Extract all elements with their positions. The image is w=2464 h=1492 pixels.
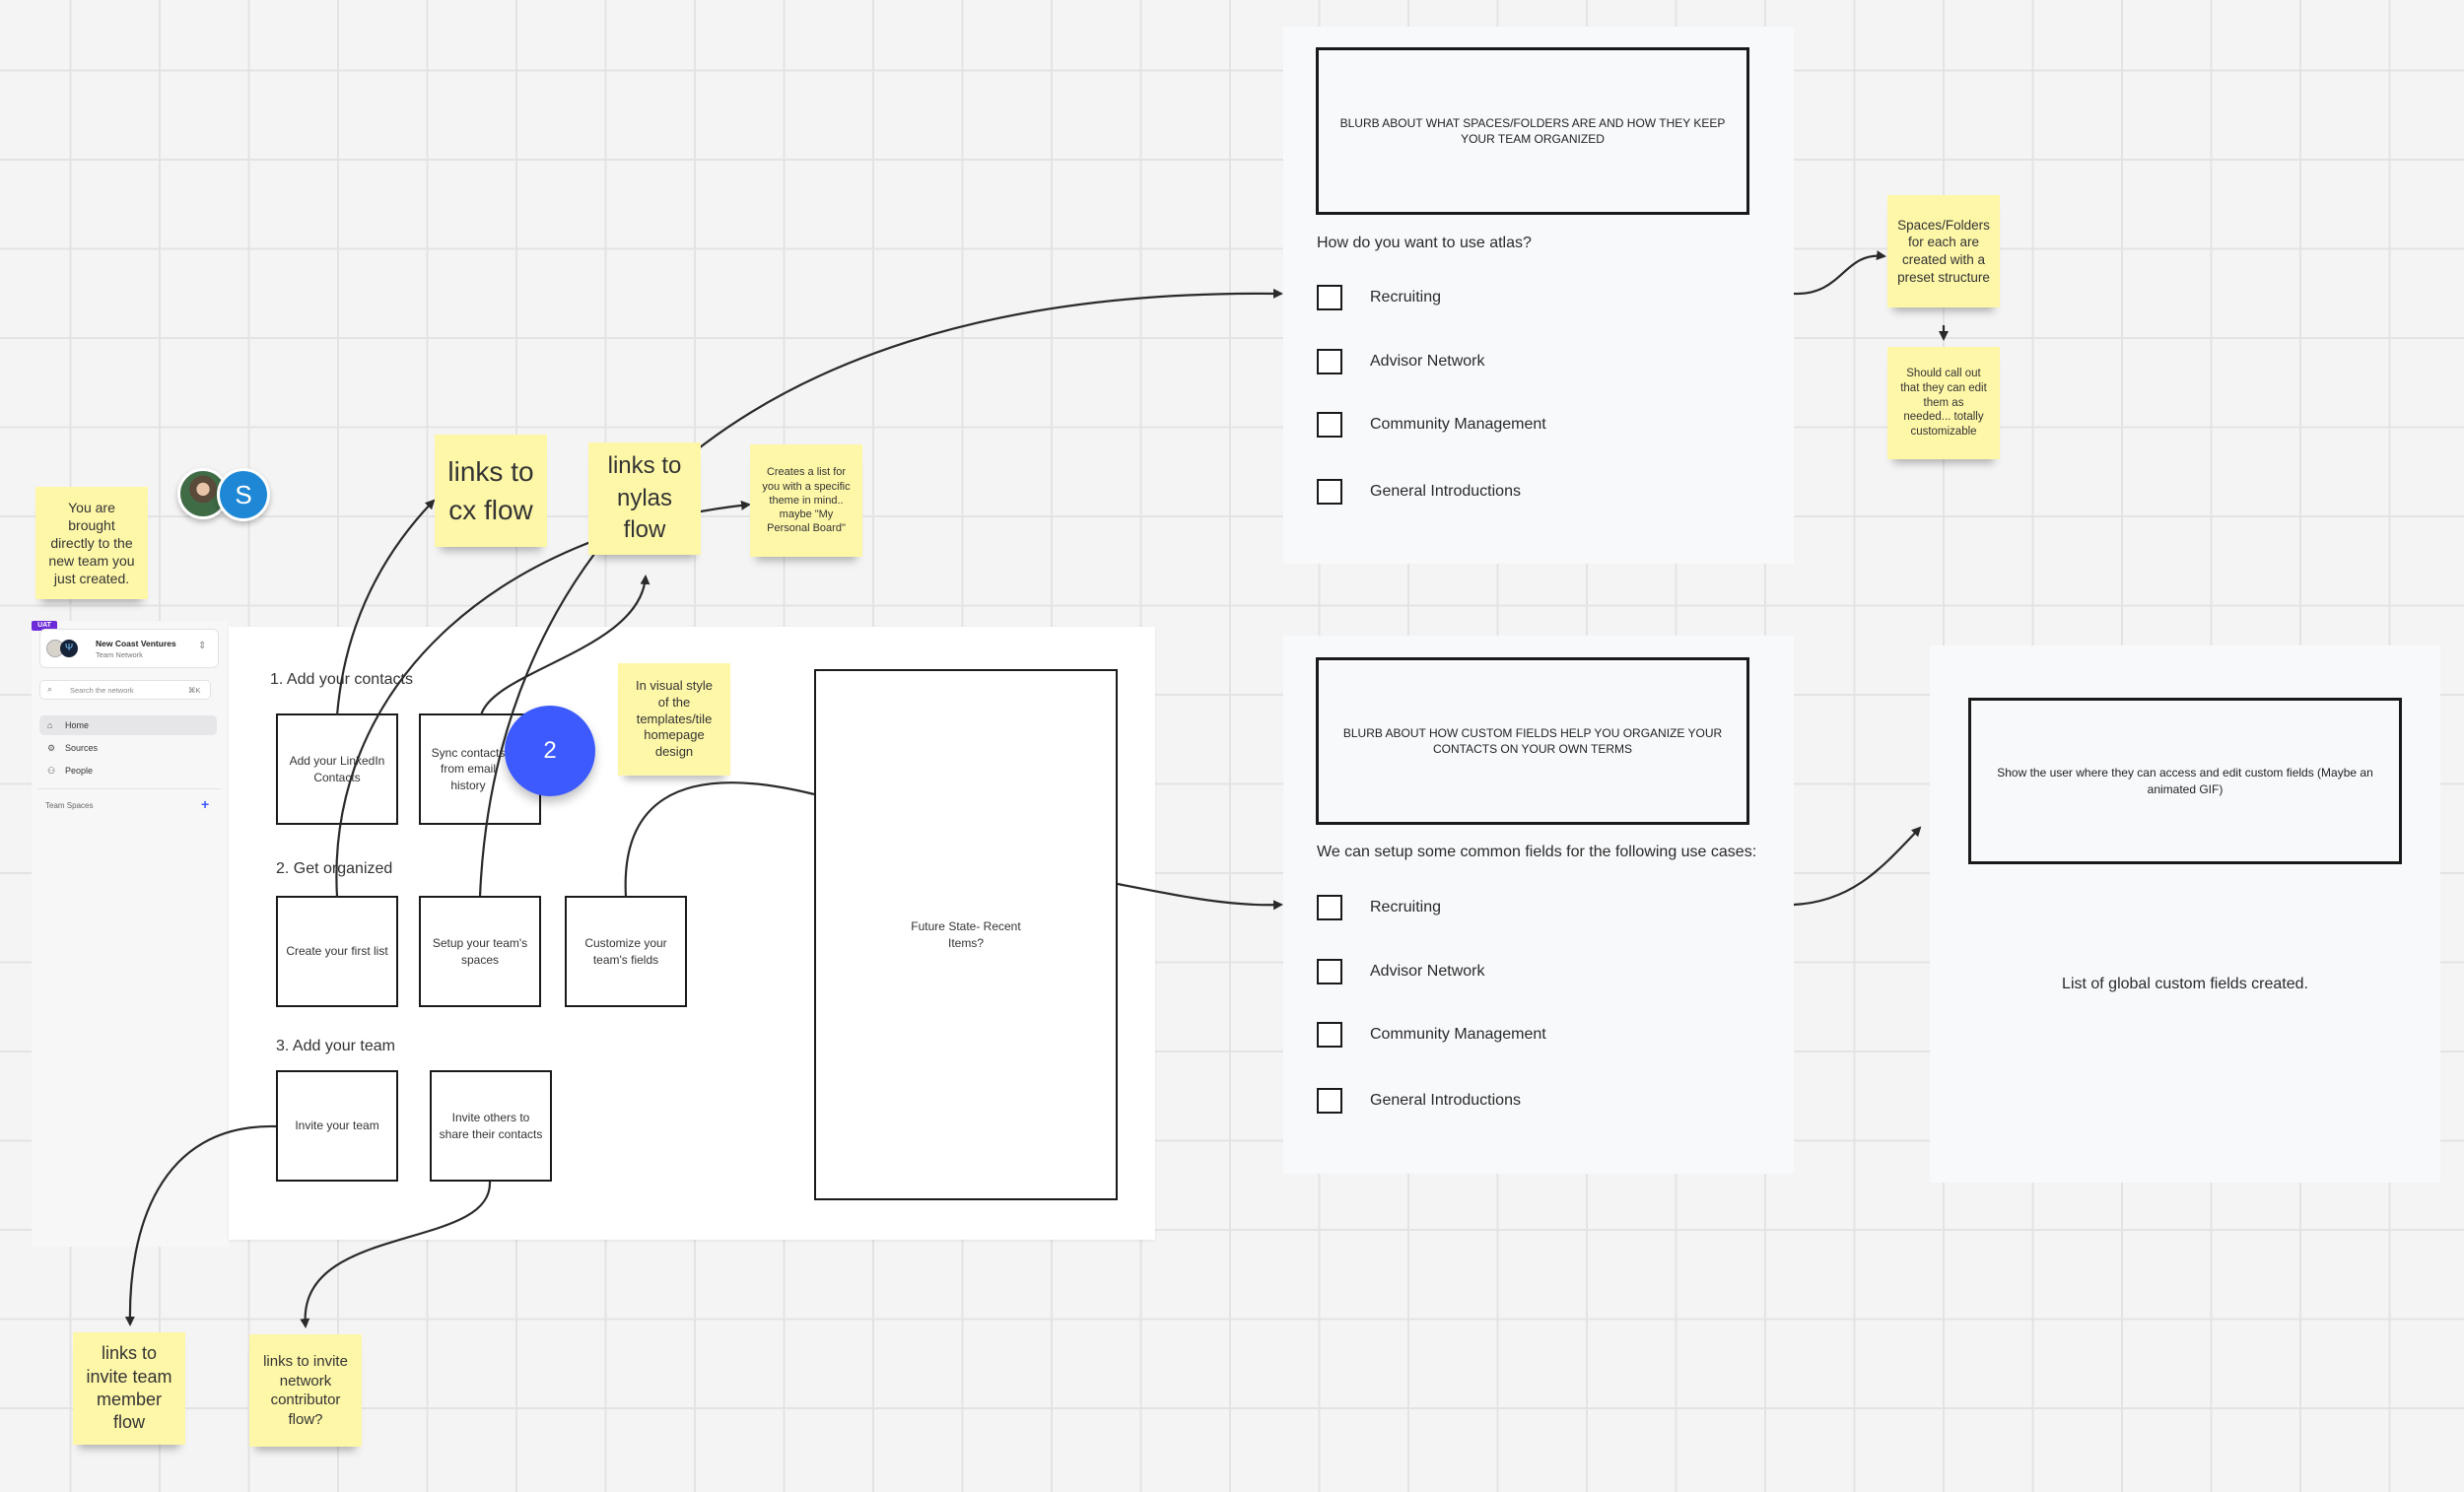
fields-option-community[interactable]: Community Management	[1317, 1022, 1546, 1048]
checkbox[interactable]	[1317, 1088, 1342, 1114]
team-subtitle: Team Network	[96, 650, 143, 659]
fields-option-advisor[interactable]: Advisor Network	[1317, 959, 1484, 984]
sidebar-item-label: Home	[65, 720, 90, 730]
option-label: Recruiting	[1370, 289, 1442, 305]
sticky-spaces-folders[interactable]: Spaces/Folders for each are created with…	[1887, 195, 2000, 307]
arrow-spaces-to-sticky	[1793, 250, 1886, 296]
checkbox[interactable]	[1317, 1022, 1342, 1048]
team-logo-icon: Ψ	[60, 640, 78, 657]
add-linkedin-card[interactable]: Add your LinkedIn Contacts	[276, 713, 398, 825]
future-state-card[interactable]: Future State- Recent Items?	[814, 669, 1118, 1200]
team-switcher[interactable]: Ψ New Coast Ventures Team Network ⇕	[39, 629, 219, 668]
sticky-brought-directly[interactable]: You are brought directly to the new team…	[35, 487, 148, 599]
fields-panel	[1283, 636, 1794, 1174]
spaces-question: How do you want to use atlas?	[1317, 235, 1532, 251]
spaces-option-recruiting[interactable]: Recruiting	[1317, 285, 1441, 310]
sidebar-item-sources[interactable]: ⚙ Sources	[39, 738, 217, 758]
checkbox[interactable]	[1317, 959, 1342, 984]
checkbox[interactable]	[1317, 479, 1342, 505]
sidebar-item-label: People	[65, 766, 94, 776]
sticky-invite-member[interactable]: links to invite team member flow	[73, 1332, 185, 1445]
create-first-list-card[interactable]: Create your first list	[276, 896, 398, 1007]
collaborator-avatar-initial[interactable]: S	[217, 468, 270, 521]
spaces-blurb: BLURB ABOUT WHAT SPACES/FOLDERS ARE AND …	[1316, 47, 1749, 215]
sticky-visual-style[interactable]: In visual style of the templates/tile ho…	[618, 663, 730, 776]
arrow-fields-to-custom	[1793, 826, 1922, 907]
sticky-links-nylas[interactable]: links to nylas flow	[588, 442, 701, 555]
team-name: New Coast Ventures	[96, 639, 176, 648]
section-get-organized: 2. Get organized	[276, 860, 393, 877]
spaces-panel	[1283, 27, 1794, 564]
custom-fields-list-label: List of global custom fields created.	[2062, 976, 2308, 992]
checkbox[interactable]	[1317, 412, 1342, 438]
search-placeholder: Search the network	[70, 686, 134, 695]
fields-option-recruiting[interactable]: Recruiting	[1317, 895, 1441, 920]
sources-icon: ⚙	[47, 742, 56, 753]
step-badge-number: 2	[543, 737, 557, 764]
option-label: Community Management	[1370, 1026, 1546, 1043]
fields-option-introductions[interactable]: General Introductions	[1317, 1088, 1521, 1114]
spaces-option-community[interactable]: Community Management	[1317, 412, 1546, 438]
custom-fields-panel	[1930, 645, 2440, 1183]
sidebar-item-people[interactable]: ⚇ People	[39, 761, 217, 780]
option-label: General Introductions	[1370, 1092, 1521, 1109]
option-label: General Introductions	[1370, 483, 1521, 500]
team-spaces-label: Team Spaces	[45, 801, 94, 810]
setup-spaces-card[interactable]: Setup your team's spaces	[419, 896, 541, 1007]
sticky-creates-list[interactable]: Creates a list for you with a specific t…	[750, 444, 862, 557]
search-shortcut: ⌘K	[188, 686, 201, 695]
section-add-contacts: 1. Add your contacts	[270, 671, 413, 688]
invite-team-card[interactable]: Invite your team	[276, 1070, 398, 1182]
sticky-links-cx[interactable]: links to cx flow	[435, 435, 547, 547]
fields-blurb: BLURB ABOUT HOW CUSTOM FIELDS HELP YOU O…	[1316, 657, 1749, 825]
sidebar-item-label: Sources	[65, 743, 99, 753]
step-badge[interactable]: 2	[505, 706, 595, 796]
customize-fields-card[interactable]: Customize your team's fields	[565, 896, 687, 1007]
option-label: Advisor Network	[1370, 963, 1485, 980]
sidebar-item-home[interactable]: ⌂ Home	[39, 715, 217, 735]
search-icon: ⌕	[47, 684, 53, 694]
sidebar-nav: ⌂ Home ⚙ Sources ⚇ People	[39, 715, 217, 780]
avatar-initial: S	[235, 479, 252, 509]
section-add-team: 3. Add your team	[276, 1038, 395, 1054]
sidebar-divider	[37, 788, 221, 789]
search-input[interactable]: ⌕ Search the network ⌘K	[39, 680, 211, 700]
add-team-space-button[interactable]: +	[201, 796, 210, 812]
spaces-option-advisor[interactable]: Advisor Network	[1317, 349, 1484, 374]
checkbox[interactable]	[1317, 349, 1342, 374]
fields-question: We can setup some common fields for the …	[1317, 844, 1757, 860]
checkbox[interactable]	[1317, 285, 1342, 310]
sticky-invite-network[interactable]: links to invite network contributor flow…	[249, 1334, 362, 1447]
invite-others-card[interactable]: Invite others to share their contacts	[430, 1070, 552, 1182]
option-label: Community Management	[1370, 416, 1546, 433]
people-icon: ⚇	[47, 765, 56, 776]
uat-badge: UAT	[32, 621, 57, 631]
custom-fields-demo: Show the user where they can access and …	[1968, 698, 2402, 864]
checkbox[interactable]	[1317, 895, 1342, 920]
option-label: Recruiting	[1370, 899, 1442, 916]
chevron-updown-icon: ⇕	[198, 641, 207, 651]
option-label: Advisor Network	[1370, 353, 1485, 370]
spaces-option-introductions[interactable]: General Introductions	[1317, 479, 1521, 505]
home-icon: ⌂	[47, 720, 53, 730]
sticky-should-call-out[interactable]: Should call out that they can edit them …	[1887, 347, 2000, 459]
